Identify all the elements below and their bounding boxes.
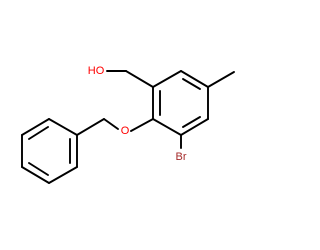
bond-o-ch2 <box>103 118 119 130</box>
bond-ring-c1-c2 <box>152 70 182 88</box>
ether-oxygen-label: O <box>121 125 130 137</box>
bond-ph-c6-c1 <box>48 118 78 136</box>
bond-ph-c2-c3 <box>48 166 78 184</box>
bromine-label: Br <box>176 151 187 163</box>
bond-ring-o <box>130 118 154 132</box>
phenyl-ring <box>21 118 78 184</box>
chemical-structure: HO O Br <box>21 65 235 184</box>
bond-ph-c3-c4 <box>21 166 50 184</box>
double-bond-ring-c4-c5 <box>182 116 201 128</box>
central-ring <box>152 70 209 136</box>
double-bond-ring-c2-c3 <box>182 78 201 90</box>
bond-ring-ch2 <box>125 70 154 88</box>
bond-ring-c5-c6 <box>152 118 182 136</box>
bond-ring-c4-c5 <box>180 118 209 136</box>
bond-ph-c5-c6 <box>21 118 50 136</box>
bond-ch2-phenyl <box>76 118 105 136</box>
bond-methyl <box>207 71 235 88</box>
double-bond-ph-c5-c6 <box>28 126 49 140</box>
double-bond-ph-c3-c4 <box>28 162 49 176</box>
bond-ring-c2-c3 <box>180 70 209 88</box>
hydroxyl-label: HO <box>88 65 105 77</box>
